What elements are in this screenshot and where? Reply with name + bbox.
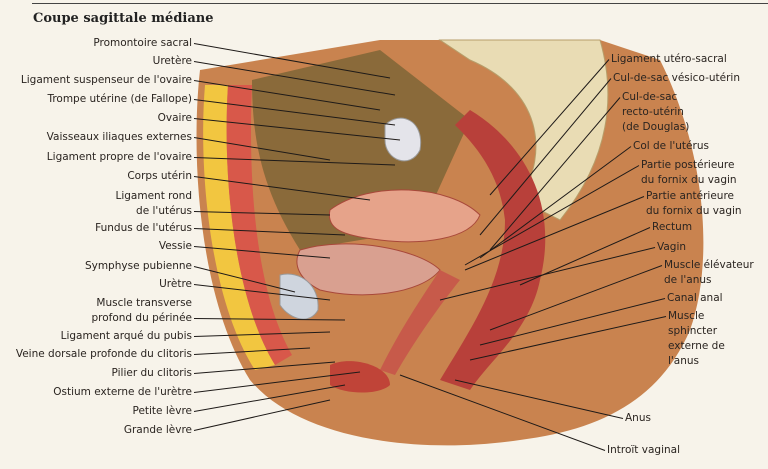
right-label: Canal anal	[667, 292, 723, 304]
leader-line	[489, 265, 663, 331]
leader-line	[399, 374, 606, 451]
left-label: Fundus de l'utérus	[95, 222, 192, 234]
leader-line	[489, 59, 610, 196]
leader-line	[193, 176, 371, 201]
left-label: Ostium externe de l'urètre	[53, 386, 192, 398]
left-label: Ligament arqué du pubis	[60, 330, 192, 342]
right-label: Partie postérieure du fornix du vagin	[641, 159, 737, 186]
right-label: Muscle sphincter externe de l'anus	[668, 310, 725, 367]
uterus	[328, 189, 481, 243]
left-label: Vaisseaux iliaques externes	[46, 131, 192, 143]
left-label: Symphyse pubienne	[84, 260, 192, 272]
leader-line	[193, 80, 381, 111]
left-label: Pilier du clitoris	[111, 367, 192, 379]
labia	[330, 361, 390, 393]
leader-line	[193, 399, 331, 431]
leader-line	[193, 228, 346, 236]
leader-line	[193, 384, 346, 412]
leader-line	[489, 97, 621, 251]
left-label: Ligament rond de l'utérus	[115, 190, 193, 217]
abdominal-muscle	[226, 85, 292, 365]
leader-line	[193, 99, 396, 126]
leader-line	[479, 78, 612, 236]
leader-line	[454, 379, 624, 419]
left-label: Petite lèvre	[132, 405, 192, 417]
left-label: Ligament propre de l'ovaire	[46, 151, 192, 163]
right-label: Cul-de-sac recto-utérin (de Douglas)	[622, 91, 690, 133]
leader-line	[193, 284, 331, 301]
left-label: Urètre	[159, 278, 192, 290]
leader-line	[479, 146, 632, 259]
leader-line	[193, 211, 331, 216]
leader-line	[193, 371, 361, 393]
fat-layer	[203, 85, 275, 370]
right-label: Col de l'utérus	[633, 140, 709, 152]
leader-line	[193, 61, 396, 96]
leader-line	[193, 331, 331, 337]
vagina	[380, 270, 460, 375]
leader-line	[193, 361, 336, 374]
left-label: Uretère	[152, 55, 192, 67]
leader-line	[193, 347, 311, 355]
right-label: Partie antérieure du fornix du vagin	[646, 190, 742, 217]
leader-line	[464, 196, 645, 271]
left-label: Ligament suspenseur de l'ovaire	[20, 74, 192, 86]
right-label: Cul-de-sac vésico-utérin	[613, 72, 740, 84]
left-label: Promontoire sacral	[93, 37, 192, 49]
left-label: Corps utérin	[127, 170, 192, 182]
rectum	[440, 110, 546, 390]
leader-line	[479, 298, 666, 346]
leader-line	[193, 137, 331, 161]
leader-line	[439, 247, 656, 301]
left-label: Grande lèvre	[123, 424, 192, 436]
right-label: Ligament utéro-sacral	[611, 53, 727, 65]
sacrum	[438, 39, 609, 221]
right-label: Introït vaginal	[607, 444, 680, 456]
left-label: Vessie	[158, 240, 192, 252]
leader-line	[469, 316, 667, 361]
leader-line	[193, 118, 401, 141]
top-rule	[32, 3, 768, 4]
right-label: Anus	[625, 412, 651, 424]
left-label: Muscle transverse profond du périnée	[91, 297, 192, 324]
right-label: Rectum	[652, 221, 693, 233]
leader-line	[193, 266, 296, 293]
right-label: Muscle élévateur de l'anus	[664, 259, 754, 286]
left-label: Veine dorsale profonde du clitoris	[15, 348, 192, 360]
leader-line	[193, 157, 396, 166]
left-label: Ovaire	[157, 112, 192, 124]
leader-line	[193, 43, 391, 79]
ovary	[384, 117, 422, 162]
left-label: Trompe utérine (de Fallope)	[47, 93, 192, 105]
right-label: Vagin	[657, 241, 687, 253]
leader-line	[464, 165, 640, 266]
figure-title: Coupe sagittale médiane	[33, 11, 214, 26]
leader-line	[193, 246, 331, 259]
leader-line	[193, 318, 346, 321]
